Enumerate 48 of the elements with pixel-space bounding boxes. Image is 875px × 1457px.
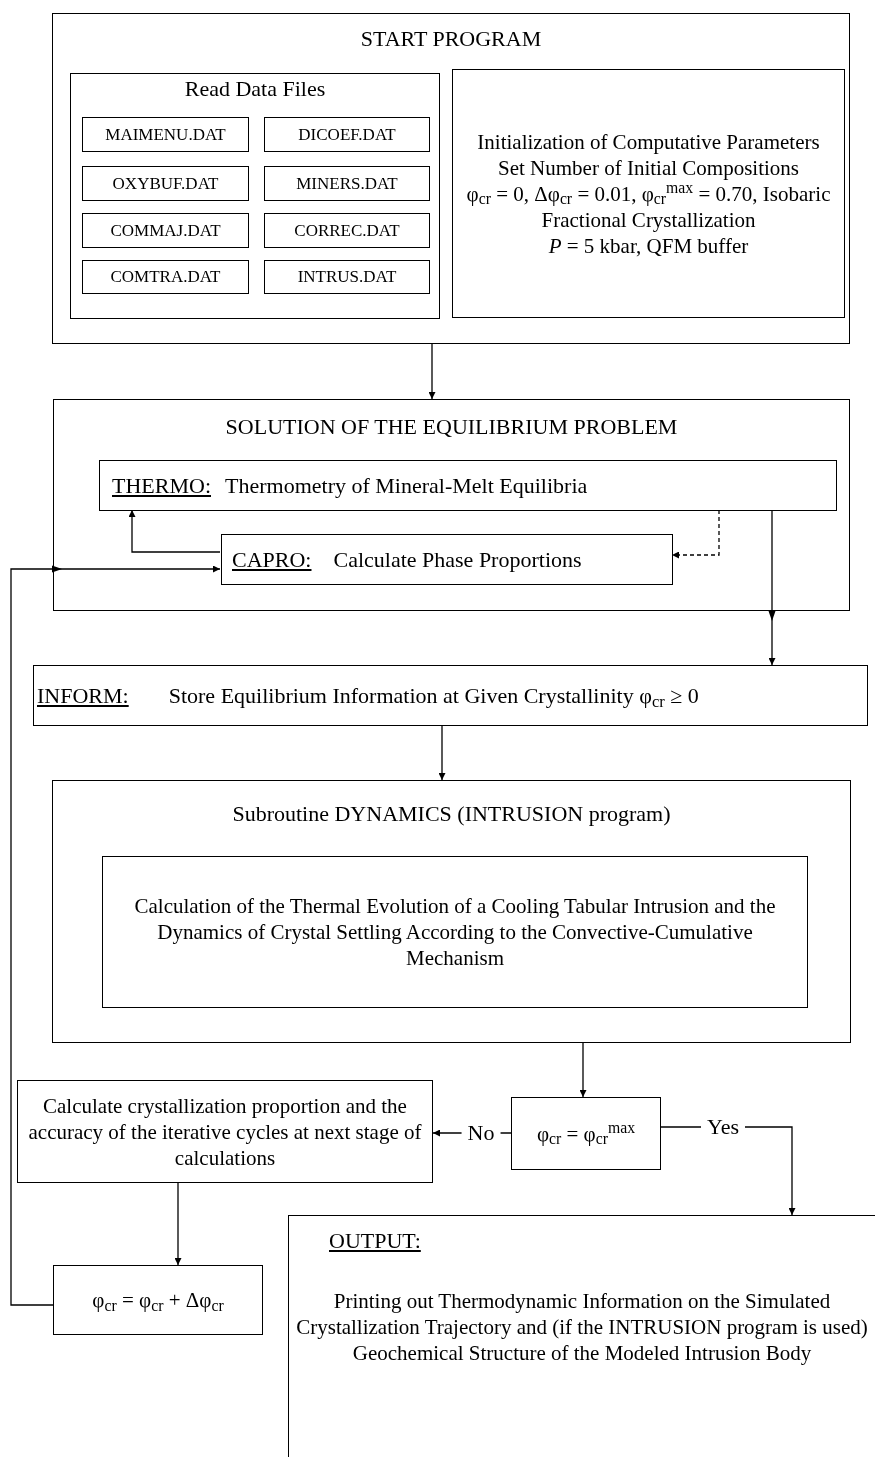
box-text: Thermometry of Mineral-Melt Equilibria [225, 472, 588, 499]
file-box [82, 213, 249, 248]
process-box [53, 399, 850, 611]
box-text: Set Number of Initial Compositions [497, 154, 800, 181]
decision-box [511, 1097, 661, 1170]
box-text: Calculation of the Thermal Evolution of a Cooling Tabular Intrusion and the Dynamics of Crystal Settling According to the Convective-Cumulative Mechanism [133, 893, 777, 971]
box-text: φ$_{cr}$ = φ$_{cr}$ + Δφ$_{cr}$ [91, 1287, 225, 1313]
process-box [102, 856, 808, 1008]
file-name: OXYBUF.DAT [112, 173, 219, 194]
box-text: Calculate Phase Proportions [333, 546, 582, 573]
file-box [264, 117, 430, 152]
box-text: Store Equilibrium Information at Given Crystallinity φ$_{cr}$ ≥ 0 [168, 682, 699, 709]
file-name: COMTRA.DAT [110, 267, 221, 287]
process-box [221, 534, 673, 585]
routine-name: INFORM: [37, 682, 129, 709]
process-box [33, 665, 868, 726]
box-text: Initialization of Computative Parameters [476, 128, 821, 155]
file-name: COMMAJ.DAT [110, 220, 221, 241]
output-box [288, 1215, 875, 1457]
box-text: Calculate crystallization proportion and the accuracy of the iterative cycles at next stage of calculations [27, 1092, 423, 1171]
box-title: Read Data Files [184, 76, 326, 102]
routine-name: CAPRO: [232, 546, 312, 573]
process-box [17, 1080, 433, 1183]
file-name: INTRUS.DAT [297, 267, 397, 287]
box-title: Subroutine DYNAMICS (INTRUSION program) [232, 801, 671, 827]
box-title: SOLUTION OF THE EQUILIBRIUM PROBLEM [225, 414, 678, 440]
box-text: Printing out Thermodynamic Information on the Simulated Crystallization Trajectory and (if the INTRUSION program is used) Geochemical Structure of the Modeled Intrusion Body [295, 1288, 869, 1366]
box-text: φ$_{cr}$ = 0, Δφ$_{cr}$ = 0.01, φ$_{cr}$$^{max}$ = 0.70, Isobaric Fractional Crystallization [465, 180, 832, 233]
file-name: CORREC.DAT [294, 220, 400, 241]
box-text: P = 5 kbar, QFM buffer [547, 232, 750, 259]
file-name: MAIMENU.DAT [105, 124, 226, 145]
file-box [82, 117, 249, 152]
file-box [264, 166, 430, 201]
subroutine-box [52, 780, 851, 1043]
process-box [452, 69, 845, 318]
file-group-box [70, 73, 440, 319]
box-title: START PROGRAM [360, 26, 542, 52]
file-box [82, 260, 249, 294]
file-name: DICOEF.DAT [298, 124, 396, 145]
process-box [99, 460, 837, 511]
file-box [82, 166, 249, 201]
program-box [52, 13, 850, 344]
file-name: MINERS.DAT [296, 173, 398, 194]
file-box [264, 260, 430, 294]
output-heading: OUTPUT: [329, 1228, 421, 1254]
routine-name: THERMO: [112, 472, 211, 499]
process-box [53, 1265, 263, 1335]
file-box [264, 213, 430, 248]
